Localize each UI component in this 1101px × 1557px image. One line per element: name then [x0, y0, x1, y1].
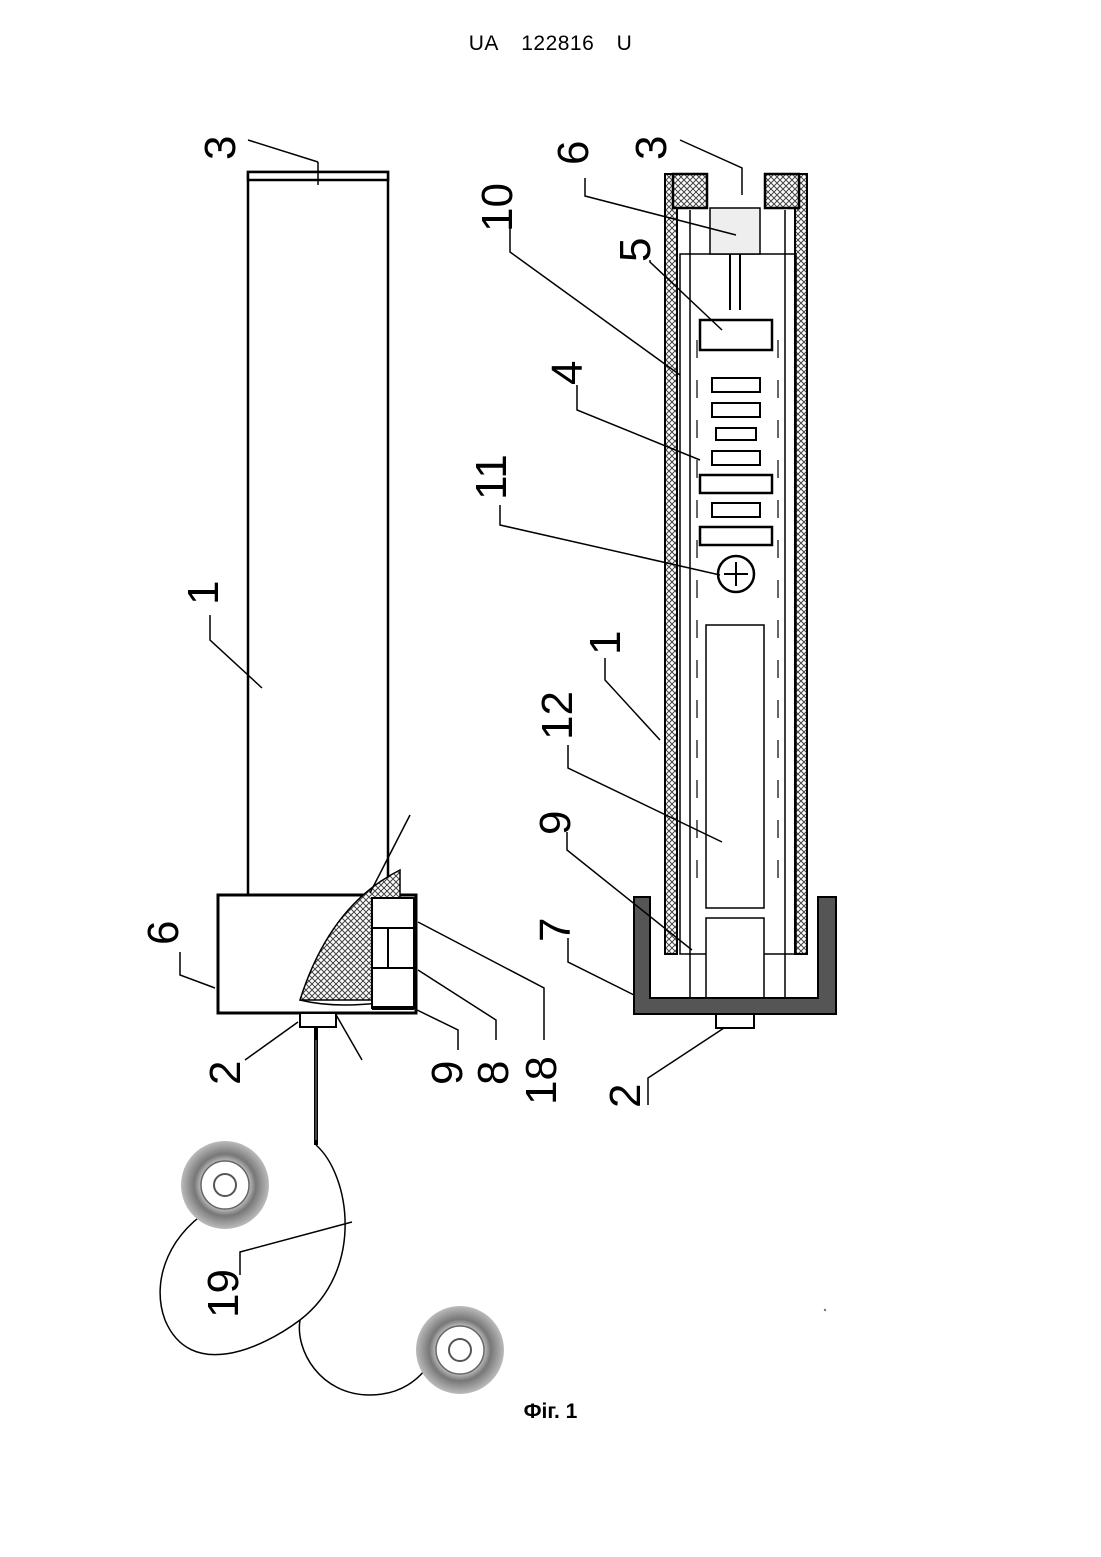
- left-view: 3 1 6 2 9 8 18 19: [139, 136, 566, 1395]
- right-label-4: 4: [543, 361, 592, 385]
- left-tube-body: [248, 172, 388, 895]
- left-label-18: 18: [517, 1056, 566, 1105]
- left-label-3: 3: [196, 136, 245, 160]
- right-tube-wall-right: [795, 174, 807, 954]
- right-label-9: 9: [531, 811, 580, 835]
- element-11: [718, 556, 754, 592]
- left-label-19: 19: [199, 1269, 248, 1318]
- right-top-connector: [710, 208, 760, 254]
- left-label-2: 2: [201, 1061, 250, 1085]
- left-label-8: 8: [469, 1061, 518, 1085]
- right-label-3: 3: [627, 136, 676, 160]
- right-label-12: 12: [533, 691, 582, 740]
- battery-12: [706, 625, 764, 908]
- left-label-6: 6: [139, 921, 188, 945]
- left-label-9: 9: [423, 1061, 472, 1085]
- right-label-7: 7: [531, 918, 580, 942]
- right-label-2: 2: [601, 1084, 650, 1108]
- right-label-6: 6: [549, 141, 598, 165]
- electrode-pad-top: [181, 1141, 269, 1229]
- figure-caption: Фіг. 1: [0, 1400, 1101, 1424]
- left-label-1: 1: [179, 581, 228, 605]
- right-label-11: 11: [467, 454, 516, 500]
- left-connector: [300, 1013, 336, 1027]
- right-view: 3 6 10 5 4 11 1 12 9 7 2: [467, 136, 836, 1108]
- component-5: [700, 320, 772, 350]
- component-stack-4: [700, 378, 772, 545]
- right-connector: [716, 1014, 754, 1028]
- electrode-pad-bottom: [416, 1306, 504, 1394]
- right-label-5: 5: [611, 238, 660, 262]
- right-label-10: 10: [473, 183, 522, 232]
- right-label-1: 1: [581, 631, 630, 655]
